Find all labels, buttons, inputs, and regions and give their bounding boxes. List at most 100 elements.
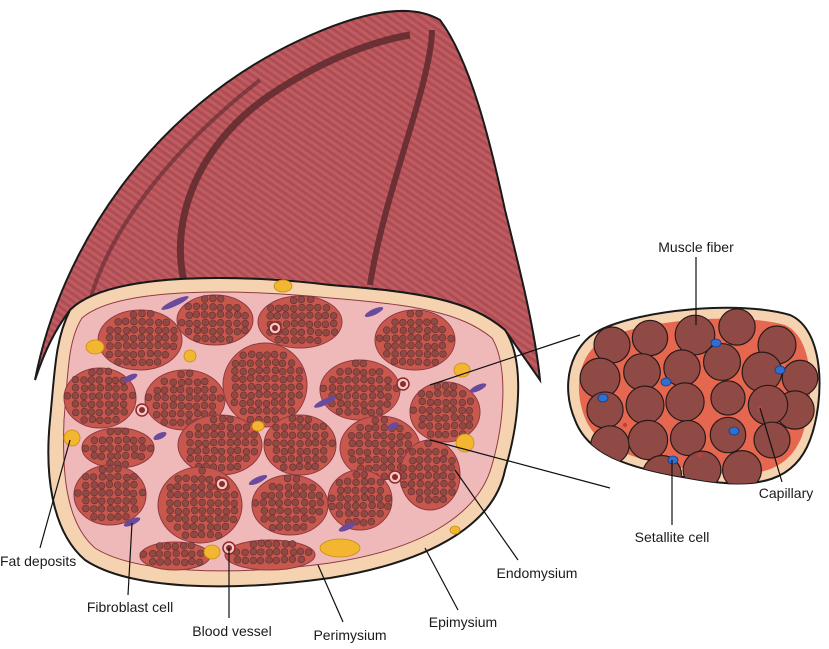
muscle-fiber [371,439,379,448]
muscle-fiber [265,556,273,564]
muscle-fiber [275,483,284,492]
muscle-fiber [239,351,247,359]
muscle-fiber [448,472,456,481]
muscle-fiber [80,384,89,392]
muscle-fiber [264,540,273,548]
muscle-fiber [231,367,239,375]
muscle-fiber [193,334,201,343]
inset-muscle-fiber [665,382,705,422]
muscle-fiber [216,303,225,312]
muscle-fiber [206,499,215,507]
muscle-fiber [222,499,230,507]
fascicle [327,469,393,531]
muscle-fiber [174,508,183,516]
muscle-fiber [233,311,242,319]
muscle-fiber [177,418,185,427]
muscle-fiber [224,319,233,328]
muscle-fiber [96,400,104,408]
muscle-fiber [194,439,203,448]
muscle-fiber [207,483,215,491]
muscle-fiber [284,523,292,532]
muscle-fiber [418,414,427,423]
muscle-fiber [296,439,304,448]
muscle-fiber [217,335,225,343]
muscle-fiber [122,327,131,335]
muscle-fiber [163,550,172,559]
muscle-fiber [303,431,312,439]
muscle-fiber [192,302,201,311]
muscle-fiber [359,502,367,510]
muscle-fiber [380,416,389,424]
muscle-fiber [344,384,353,393]
muscle-fiber [259,499,268,507]
muscle-fiber [438,334,447,342]
muscle-fiber [202,454,211,463]
muscle-fiber [344,375,352,384]
fascicle [251,474,329,536]
muscle-fiber [311,438,320,447]
muscle-fiber [210,446,219,455]
muscle-fiber [398,357,407,366]
muscle-fiber [217,447,226,456]
muscle-fiber [169,401,178,409]
muscle-fiber [185,369,194,377]
muscle-fiber [313,320,322,328]
muscle-fiber [438,325,446,334]
muscle-fiber [458,398,467,407]
muscle-fiber [352,407,360,416]
muscle-fiber [290,328,298,336]
muscle-fiber [182,483,190,492]
muscle-fiber [289,296,298,305]
fibroblast-cell [248,474,268,486]
muscle-fiber [379,448,388,456]
muscle-fiber [449,398,458,406]
muscle-fiber [328,439,336,447]
muscle-fiber [382,326,391,334]
muscle-fiber [186,447,195,456]
muscle-fiber [441,430,450,439]
muscle-fiber [380,456,389,464]
muscle-fiber [281,540,290,548]
muscle-fiber [104,400,113,408]
muscle-fiber [426,430,435,438]
muscle-fold-1 [176,31,411,286]
muscle-fiber [254,383,263,392]
muscle-fiber [90,436,99,444]
fascicle [157,466,243,544]
muscle-fiber [114,488,122,497]
muscle-fiber [300,514,309,522]
muscle-fiber [308,515,316,524]
muscle-fiber [249,540,258,549]
muscle-fiber [90,496,99,505]
muscle-fiber [80,416,88,424]
muscle-fiber [295,391,304,399]
muscle-fiber [355,439,364,448]
muscle-fiber [227,447,235,455]
muscle-fiber [90,451,99,460]
muscle-fiber [209,455,217,463]
muscle-fiber [221,522,230,531]
muscle-fiber [287,439,296,447]
muscle-fiber [156,558,164,566]
muscle-fiber [360,493,369,502]
muscle-fiber [246,415,255,424]
muscle-fiber [257,548,265,556]
muscle-fiber [138,309,146,318]
muscle-fiber [189,522,198,531]
muscle-fiber [87,400,96,409]
muscle-fiber [408,456,417,465]
fascicle [73,464,147,526]
muscle-fiber [185,393,194,402]
label-capillary: Capillary [759,485,813,501]
muscle-fiber [80,392,88,401]
muscle-fiber [185,402,193,411]
muscle-fiber [407,319,415,327]
muscle-fold-3 [88,78,262,301]
muscle-fiber [71,384,80,392]
label-satellite-cell: Setallite cell [635,529,710,545]
muscle-fiber [217,463,226,472]
muscle-fiber [119,400,128,409]
muscle-fiber [335,510,344,518]
muscle-fiber [281,328,290,336]
muscle-fiber [114,341,122,350]
